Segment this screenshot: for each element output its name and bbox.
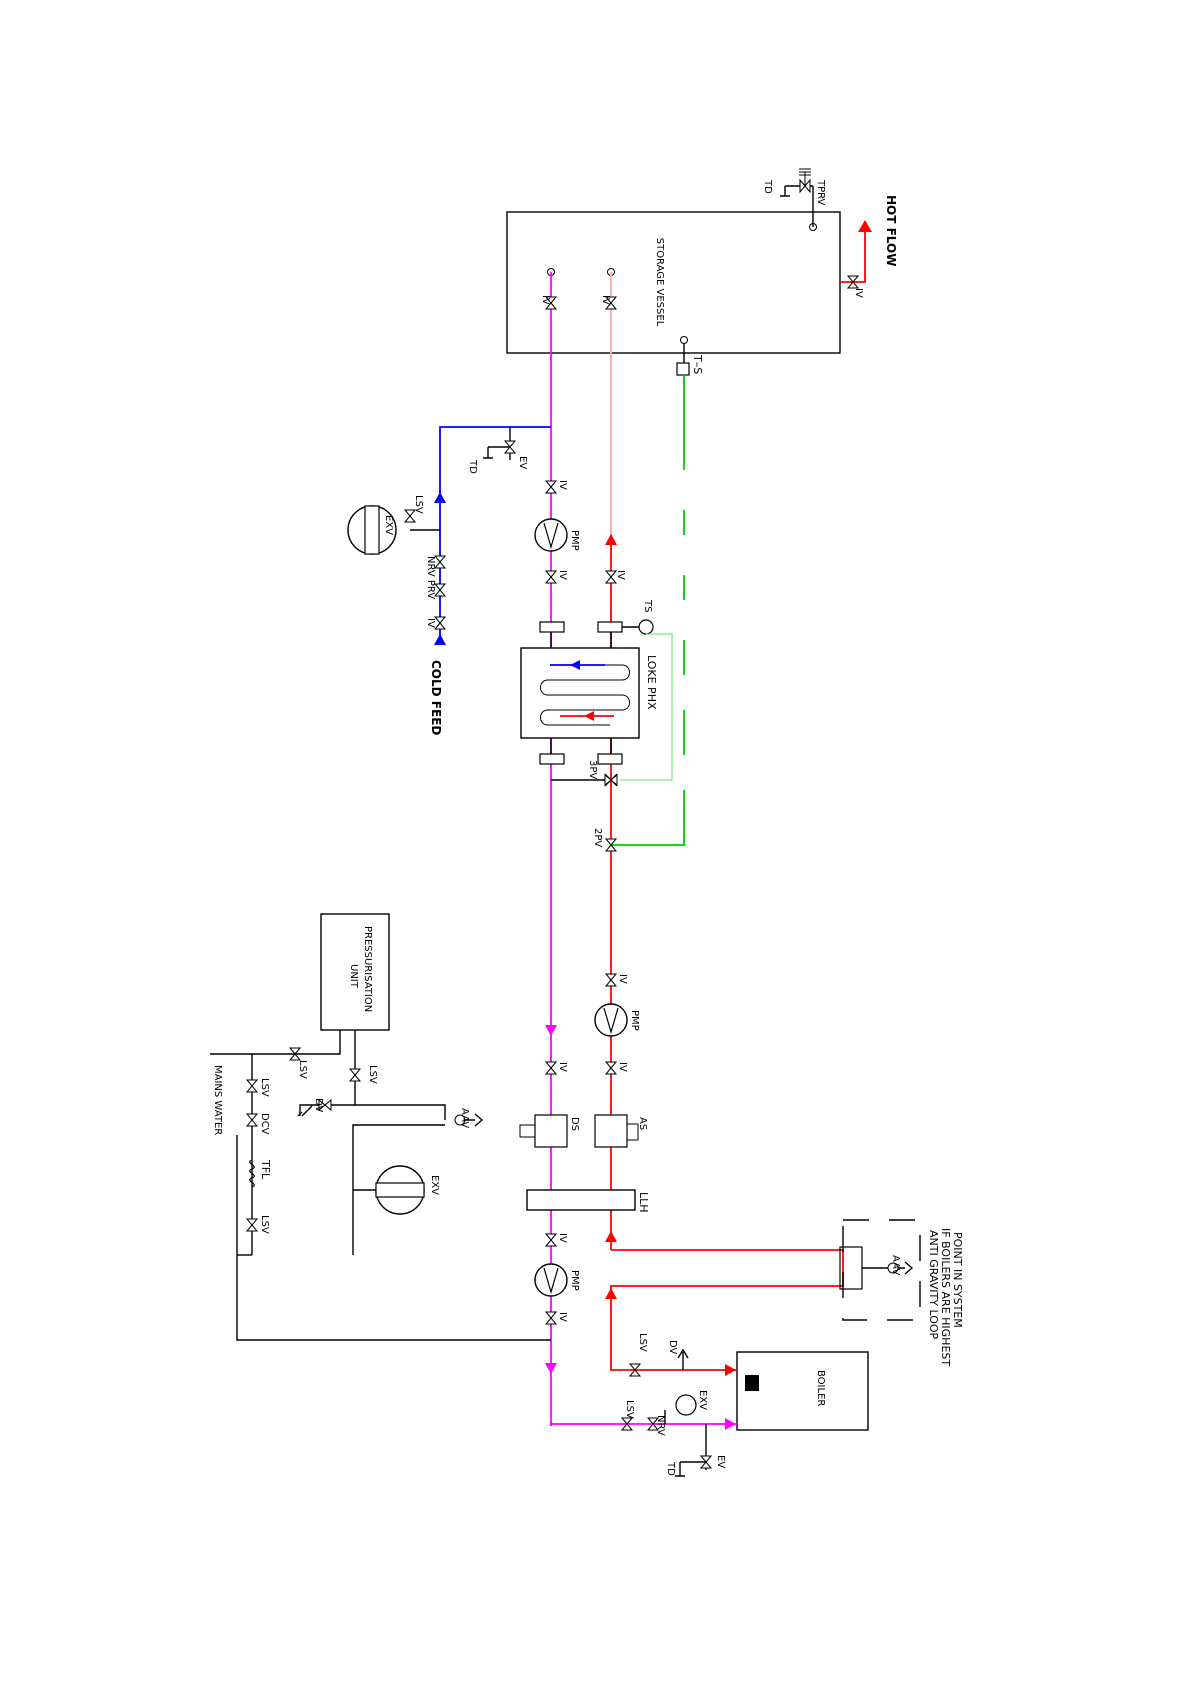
- 2pv-label: 2PV: [592, 828, 603, 847]
- iv-label-sv-return: IV: [540, 295, 551, 305]
- dirt-separator: [534, 1114, 568, 1148]
- t-s-sensor-icon: [676, 362, 690, 376]
- pressurisation-unit: [320, 913, 390, 1031]
- lsv-label-mains-3: LSV: [259, 1215, 270, 1234]
- pump-primary-icon[interactable]: [594, 1003, 628, 1037]
- storage-vessel-label: STORAGE VESSEL: [654, 238, 665, 327]
- iv-label-1: IV: [557, 480, 568, 490]
- nrv-label: NRV: [655, 1415, 666, 1436]
- iv-label-2: IV: [557, 570, 568, 580]
- anti-gravity-line3: POINT IN SYSTEM: [951, 1232, 964, 1328]
- iv-label-6: IV: [557, 1062, 568, 1072]
- hot-flow-label: HOT FLOW: [884, 195, 898, 266]
- anti-gravity-line2: IF BOILERS ARE HIGHEST: [939, 1228, 952, 1366]
- iv-label-8: IV: [557, 1312, 568, 1322]
- ev-label-boiler: EV: [715, 1455, 726, 1468]
- storage-vessel: [506, 211, 841, 354]
- iv-label-cold-feed: IV: [425, 618, 436, 628]
- t-s-label: T–S: [691, 354, 704, 374]
- lsv-label-pu: LSV: [367, 1065, 378, 1084]
- lsv-label-mains-2: LSV: [259, 1078, 270, 1097]
- as-label: AS: [637, 1117, 648, 1130]
- air-separator: [594, 1114, 628, 1148]
- ds-label: DS: [569, 1117, 580, 1131]
- td-label-top: TD: [762, 179, 773, 194]
- exv-label-upper: EXV: [383, 515, 394, 535]
- lsv-label-boiler-flow: LSV: [637, 1333, 648, 1352]
- phx-label: LOKE PHX: [645, 655, 658, 710]
- mains-water-label: MAINS WATER: [212, 1065, 223, 1135]
- tfl-label: TFL: [259, 1159, 272, 1180]
- pmp-label-1: PMP: [569, 530, 580, 551]
- hot-flow-iv-label: IV: [853, 288, 864, 298]
- anti-gravity-line1: ANTI GRAVITY LOOP: [927, 1230, 940, 1340]
- plate-heat-exchanger: [520, 621, 640, 765]
- lsv-label-upper: LSV: [413, 495, 424, 514]
- dv-label-pu: DV: [313, 1098, 324, 1113]
- exv-label-boiler: EXV: [697, 1390, 708, 1410]
- pressurisation-line2: UNIT: [348, 964, 359, 989]
- pressurisation-line1: PRESSURISATION: [362, 926, 373, 1012]
- ts-sensor-icon: [638, 619, 654, 635]
- aav-label-loop: AAV: [890, 1255, 901, 1275]
- pump-secondary-icon[interactable]: [534, 518, 568, 552]
- three-port-valve-icon[interactable]: [604, 773, 618, 787]
- iv-label-5: IV: [617, 1062, 628, 1072]
- iv-label-sv-flow: IV: [600, 295, 611, 305]
- boiler-label: BOILER: [815, 1370, 826, 1406]
- hot-flow-arrow-icon: [858, 220, 872, 232]
- td-label-upper: TD: [467, 459, 478, 474]
- aav-label-pu: AAV: [459, 1108, 470, 1128]
- tprv-label: TPRV: [815, 179, 826, 206]
- lsv-label-boiler-return: LSV: [624, 1400, 635, 1419]
- exv-label-lower: EXV: [429, 1175, 440, 1195]
- 3pv-label: 3PV: [587, 760, 598, 779]
- llh-label: LLH: [637, 1192, 650, 1213]
- iv-label-4: IV: [617, 974, 628, 984]
- tprv-valve-icon: [799, 168, 811, 194]
- iv-label-7: IV: [557, 1233, 568, 1243]
- nrv-prv-label: NRV PRV: [425, 556, 436, 599]
- iv-label-3: IV: [615, 570, 626, 580]
- pump-boiler-icon[interactable]: [534, 1263, 568, 1297]
- pmp-label-2: PMP: [629, 1010, 640, 1031]
- cold-feed-label: COLD FEED: [429, 660, 443, 735]
- ev-label-upper: EV: [517, 456, 528, 469]
- expansion-vessel-boiler: [675, 1394, 697, 1416]
- low-loss-header: [526, 1189, 636, 1211]
- td-label-boiler: TD: [665, 1461, 676, 1476]
- ts-label: TS: [642, 599, 653, 612]
- lsv-label-mains-1: LSV: [297, 1060, 308, 1079]
- dv-label-boiler: DV: [667, 1340, 678, 1355]
- dcv-label: DCV: [259, 1113, 270, 1135]
- control-wire: [611, 375, 685, 846]
- pmp-label-3: PMP: [569, 1270, 580, 1291]
- tundish-icon: [249, 1159, 255, 1188]
